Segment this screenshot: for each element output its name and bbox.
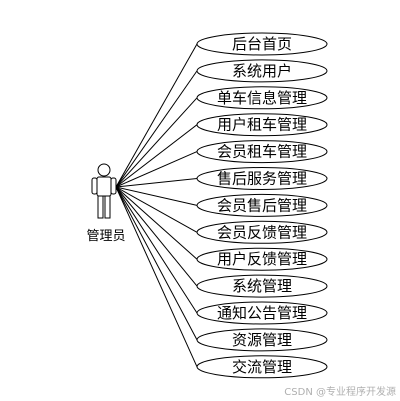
use-case: 系统管理 [196,274,328,298]
use-case-label: 系统管理 [232,277,292,295]
use-case-label: 单车信息管理 [217,89,307,107]
actor-label: 管理员 [86,229,125,244]
use-case-ellipse [196,140,328,164]
use-case-ellipse [196,86,328,110]
use-case: 售后服务管理 [196,167,328,190]
use-case-ellipse [196,301,328,325]
stick-figure-icon [91,163,117,219]
use-case: 会员售后管理 [196,193,328,217]
use-case: 交流管理 [196,355,328,379]
use-case-ellipse [196,274,328,298]
association-line [115,186,198,287]
use-case-ellipse [196,113,328,137]
use-case-label: 会员反馈管理 [217,223,307,241]
use-case-label: 资源管理 [232,331,292,349]
use-case-label: 用户租车管理 [217,116,307,134]
use-case-ellipse [196,59,328,83]
association-line [115,186,198,368]
use-case-ellipse [196,328,328,352]
use-case: 单车信息管理 [196,86,328,110]
association-lines [115,43,198,368]
association-line [115,151,198,188]
use-case-label: 系统用户 [232,62,292,80]
use-case-ellipse [196,32,328,56]
association-line [115,186,198,233]
association-line [115,43,198,188]
use-case-label: 售后服务管理 [217,170,307,188]
use-case-ellipse [196,355,328,379]
association-line [115,124,198,188]
use-case-ellipse [196,167,328,190]
use-case: 资源管理 [196,328,328,352]
use-case-label: 会员售后管理 [217,196,307,214]
use-case-label: 后台首页 [232,35,292,53]
watermark-text: CSDN @专业程序开发源 [284,385,396,398]
use-case-label: 会员租车管理 [217,143,307,161]
use-case-ellipse [196,220,328,244]
use-case-label: 用户反馈管理 [217,250,307,268]
association-line [115,97,198,188]
use-case-list: 后台首页系统用户单车信息管理用户租车管理会员租车管理售后服务管理会员售后管理会员… [196,32,328,379]
use-case-label: 通知公告管理 [217,304,307,322]
association-line [115,70,198,188]
association-line [115,178,198,188]
use-case-ellipse [196,193,328,217]
use-case: 会员租车管理 [196,140,328,164]
association-line [115,186,198,260]
actor: 管理员 [86,163,126,244]
use-case: 会员反馈管理 [196,220,328,244]
association-line [115,186,198,206]
use-case: 后台首页 [196,32,328,56]
association-line [115,186,198,314]
association-line [115,186,198,341]
use-case: 用户反馈管理 [196,247,328,271]
use-case: 系统用户 [196,59,328,83]
use-case: 通知公告管理 [196,301,328,325]
use-case-ellipse [196,247,328,271]
use-case-label: 交流管理 [232,358,292,376]
use-case: 用户租车管理 [196,113,328,137]
